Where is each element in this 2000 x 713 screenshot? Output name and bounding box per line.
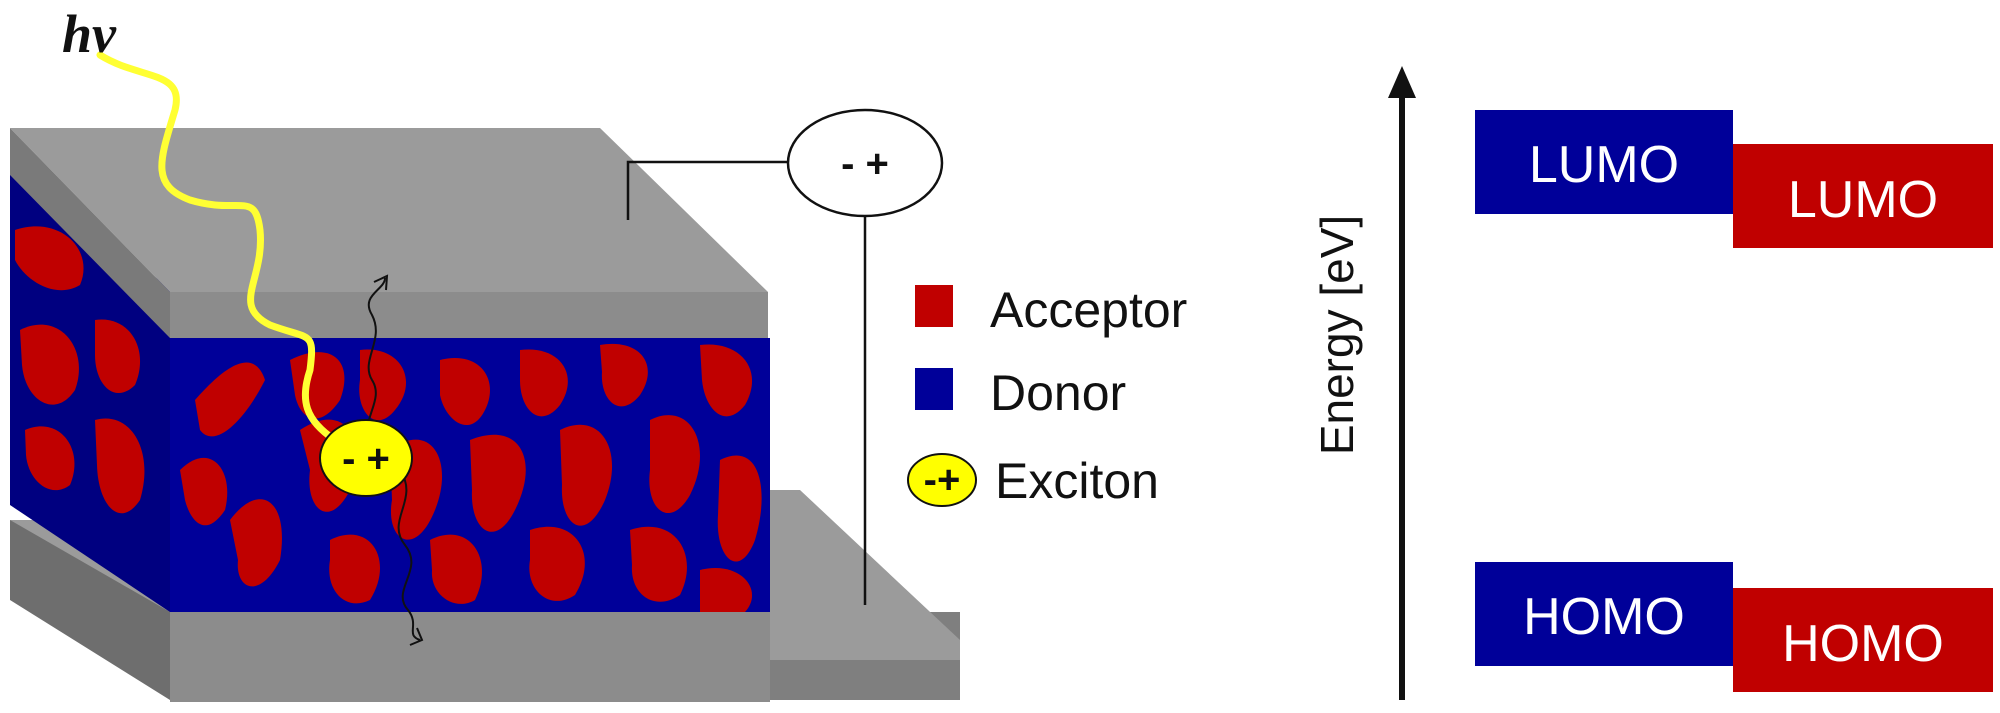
charge-paths xyxy=(366,274,424,646)
energy-axis-arrowhead xyxy=(1388,66,1416,98)
electron-path xyxy=(397,469,421,641)
voltage-source-sign: - + xyxy=(841,142,889,186)
photon-wave xyxy=(96,51,339,444)
top-electrode-left-face xyxy=(10,128,170,338)
external-circuit xyxy=(626,160,867,605)
voltage-source xyxy=(786,108,944,218)
acceptor-lumo-level xyxy=(1733,144,1993,248)
legend-exciton-label: Exciton xyxy=(995,453,1159,509)
top-electrode-front-face xyxy=(170,292,768,338)
bottom-contact-pad-top xyxy=(765,490,960,660)
electron-arrowhead xyxy=(409,627,424,646)
legend-exciton-symbol xyxy=(907,453,977,507)
top-electrode-top-face xyxy=(10,128,768,292)
legend-donor-label: Donor xyxy=(990,365,1126,421)
acceptor-domains-side xyxy=(15,226,145,514)
legend-acceptor-swatch xyxy=(915,285,953,327)
wire-top xyxy=(626,160,788,220)
device-stack xyxy=(10,128,960,702)
donor-homo-label: HOMO xyxy=(1523,588,1685,646)
acceptor-homo-level xyxy=(1733,588,1993,692)
hole-path xyxy=(366,277,386,441)
legend-acceptor-label: Acceptor xyxy=(990,282,1187,338)
donor-lumo-label: LUMO xyxy=(1529,136,1679,194)
acceptor-lumo-label: LUMO xyxy=(1788,171,1938,229)
energy-diagram: Energy [eV] LUMO LUMO HOMO HOMO xyxy=(1311,66,1993,700)
legend-exciton-sign: -+ xyxy=(924,458,961,502)
acceptor-homo-label: HOMO xyxy=(1782,615,1944,673)
bottom-electrode-front-strip xyxy=(170,612,770,702)
legend-donor-swatch xyxy=(915,368,953,410)
energy-axis-label: Energy [eV] xyxy=(1311,215,1363,455)
bottom-electrode-left-face xyxy=(10,520,170,700)
light-label: hν xyxy=(62,4,117,64)
hole-arrowhead xyxy=(373,274,389,291)
donor-lumo-level xyxy=(1475,110,1733,214)
legend: Acceptor Donor -+ Exciton xyxy=(907,282,1187,509)
exciton xyxy=(319,419,413,497)
donor-homo-level xyxy=(1475,562,1733,666)
exciton-sign: - + xyxy=(342,437,390,481)
